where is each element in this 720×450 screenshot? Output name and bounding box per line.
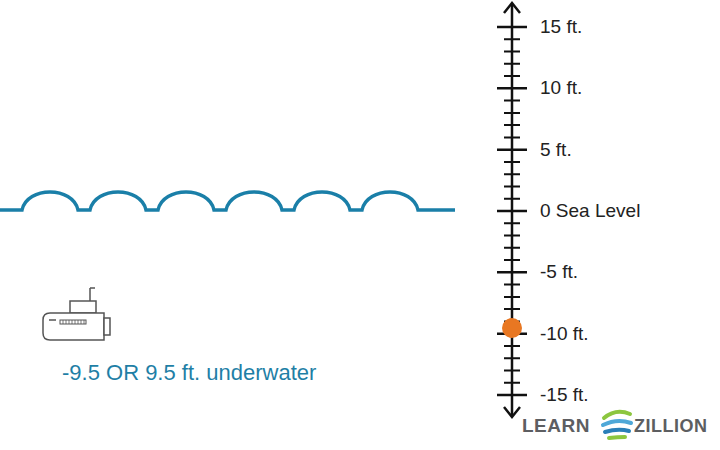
axis-label: 10 ft. xyxy=(540,77,582,99)
axis-label: -15 ft. xyxy=(540,384,589,406)
depth-caption: -9.5 OR 9.5 ft. underwater xyxy=(62,360,316,385)
axis-label: -5 ft. xyxy=(540,261,578,283)
axis-label: 15 ft. xyxy=(540,16,582,38)
value-dot xyxy=(502,318,522,338)
logo-swirl xyxy=(603,412,631,438)
logo-text: LEARN xyxy=(522,415,590,437)
submarine-icon xyxy=(43,288,110,340)
axis-label: 0 Sea Level xyxy=(540,200,640,222)
axis-label: -10 ft. xyxy=(540,323,589,345)
axis-label: 5 ft. xyxy=(540,139,572,161)
logo-text: ZILLION xyxy=(634,416,708,437)
sea-waves xyxy=(0,192,455,210)
number-line xyxy=(497,3,527,417)
